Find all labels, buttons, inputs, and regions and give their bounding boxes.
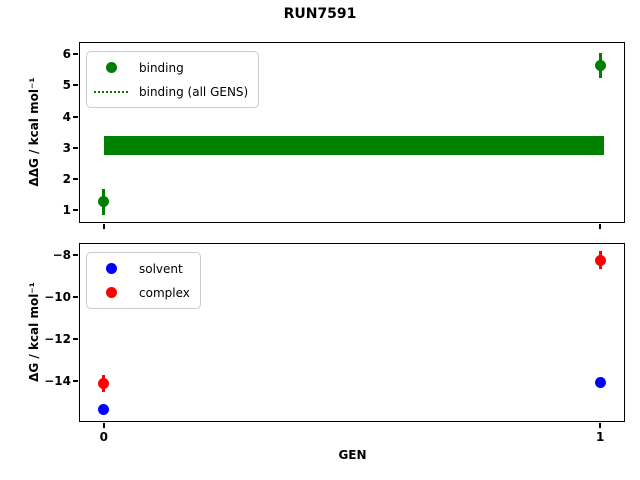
y-tick-label: 4 (62, 109, 71, 124)
binding-marker-icon (93, 62, 129, 73)
y-tick (73, 295, 78, 298)
circle-marker-icon (105, 287, 117, 298)
y-tick-label: 3 (62, 140, 71, 155)
data-point-binding (98, 196, 110, 208)
complex-marker-icon (93, 287, 129, 298)
x-tick (102, 224, 105, 229)
legend-label: solvent (139, 261, 183, 276)
y-tick (73, 52, 78, 55)
y-tick (73, 84, 78, 87)
legend-label: binding (all GENS) (139, 84, 249, 99)
y-tick (73, 178, 78, 181)
y-tick-label: −8 (52, 247, 71, 262)
y-tick-label: 1 (62, 203, 71, 218)
legend-bottom: solvent complex (86, 252, 201, 309)
y-tick-label: 5 (62, 78, 71, 93)
data-point-complex (594, 254, 606, 266)
y-tick-label: −10 (44, 289, 71, 304)
binding-all-gens-marker-icon (93, 90, 129, 93)
chart-title: RUN7591 (283, 6, 357, 22)
y-tick-label: 6 (62, 46, 71, 61)
data-point-complex (98, 377, 110, 389)
y-tick (73, 146, 78, 149)
circle-marker-icon (105, 263, 117, 274)
dotted-line-icon (94, 90, 128, 93)
y-tick-label: 2 (62, 172, 71, 187)
legend-top: binding binding (all GENS) (86, 51, 260, 108)
y-tick (73, 253, 78, 256)
y-axis-label-bottom: ΔG / kcal mol⁻¹ (27, 282, 41, 382)
top-plot: binding binding (all GENS) 1 2 3 4 5 6 (63, 42, 625, 229)
y-axis-label-top: ΔΔG / kcal mol⁻¹ (27, 77, 41, 187)
y-tick (73, 115, 78, 118)
legend-item-complex: complex (93, 282, 190, 303)
x-tick-label: 1 (595, 430, 605, 444)
x-tick (599, 423, 602, 428)
x-tick (102, 423, 105, 428)
x-axis-label: GEN (338, 448, 367, 462)
y-tick-label: −12 (44, 332, 71, 347)
y-tick (73, 380, 78, 383)
legend-item-solvent: solvent (93, 258, 190, 279)
y-tick (73, 209, 78, 212)
x-tick (599, 224, 602, 229)
solvent-marker-icon (93, 263, 129, 274)
y-tick (73, 338, 78, 341)
legend-label: complex (139, 285, 190, 300)
circle-marker-icon (105, 62, 117, 73)
data-point-solvent (98, 403, 110, 415)
legend-item-binding-all-gens: binding (all GENS) (93, 81, 248, 102)
x-tick-label: 0 (99, 430, 108, 444)
data-point-solvent (594, 376, 606, 388)
data-point-binding (594, 60, 606, 72)
legend-item-binding: binding (93, 57, 248, 78)
bottom-plot: solvent complex −8 −10 −12 −14 0 1 (44, 243, 625, 444)
y-tick-label: −14 (44, 374, 71, 389)
legend-label: binding (139, 60, 184, 75)
all-gens-band (103, 135, 605, 156)
